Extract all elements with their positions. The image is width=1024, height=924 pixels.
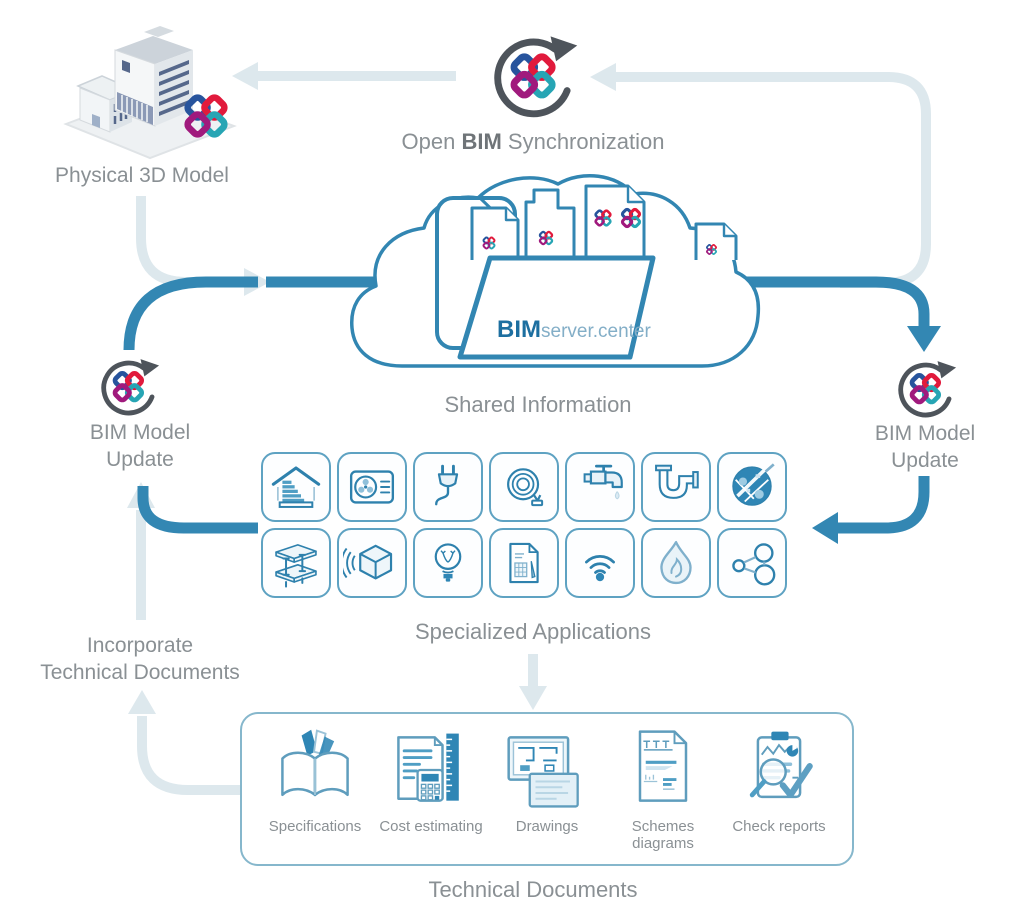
urban-map-icon xyxy=(732,463,775,506)
cost-estimating-icon xyxy=(397,733,459,802)
drainage-pipes-icon xyxy=(655,464,699,499)
drawings-icon xyxy=(507,736,579,808)
specialized-apps-label: Specialized Applications xyxy=(414,619,652,644)
structures-icon xyxy=(275,544,317,588)
arrow-cloudline-to-update-right xyxy=(266,276,930,328)
physical-model-label: Physical 3D Model xyxy=(55,164,229,187)
doc-item-cost-estimating: Cost estimating xyxy=(374,724,488,835)
network-nodes-icon xyxy=(732,543,776,586)
hvac-icon xyxy=(349,470,395,504)
bim-update-left-label: BIM Model Update xyxy=(89,421,191,471)
acoustics-icon xyxy=(343,544,393,580)
incorporate-label: Incorporate Technical Documents xyxy=(40,634,240,684)
technical-documents-box: Specifications xyxy=(240,712,854,866)
app-tile-drainage xyxy=(641,452,711,522)
technical-documents-label: Technical Documents xyxy=(428,877,638,902)
app-tile-water-tap xyxy=(565,452,635,522)
bimserver-brand: BIMserver.center xyxy=(497,316,651,343)
open-bim-sync-label: Open BIM Synchronization xyxy=(401,129,665,154)
app-tile-lighting xyxy=(413,528,483,598)
bim-update-left-icon xyxy=(97,352,161,420)
app-tile-urban-map xyxy=(717,452,787,522)
specialized-apps-grid xyxy=(261,452,793,598)
specifications-book-icon xyxy=(281,729,349,797)
check-reports-icon xyxy=(749,731,813,799)
app-tile-hvac xyxy=(337,452,407,522)
building-illustration xyxy=(63,26,237,160)
bim-update-right-label: BIM Model Update xyxy=(874,422,976,472)
openbim-logo-icon xyxy=(911,374,940,403)
fire-hose-icon xyxy=(507,468,544,507)
energy-efficiency-icon xyxy=(271,466,321,508)
bim-update-right-icon xyxy=(894,354,958,422)
doc-label: Check reports xyxy=(732,818,826,835)
app-tile-project-documents xyxy=(489,528,559,598)
document-icon xyxy=(509,542,539,584)
water-tap-icon xyxy=(583,464,623,500)
doc-item-schemes-diagrams: Schemes diagrams xyxy=(606,724,720,852)
arrow-update-right-to-apps xyxy=(838,476,930,534)
bimserver-cloud xyxy=(350,173,761,368)
flame-icon xyxy=(660,540,692,585)
arrow-model-to-cloudline xyxy=(136,196,244,287)
openbim-logo-icon xyxy=(114,372,143,401)
doc-label: Specifications xyxy=(268,818,362,835)
doc-label: Cost estimating xyxy=(379,818,483,835)
app-tile-structures xyxy=(261,528,331,598)
app-tile-electrical xyxy=(413,452,483,522)
folder-front xyxy=(457,255,656,360)
doc-item-specifications: Specifications xyxy=(258,724,372,835)
app-tile-fire-hose xyxy=(489,452,559,522)
shared-information-label: Shared Information xyxy=(444,392,632,417)
openbim-logo-icon xyxy=(176,86,236,146)
app-tile-telecommunications xyxy=(565,528,635,598)
electrical-plug-icon xyxy=(435,464,459,506)
app-tile-networks xyxy=(717,528,787,598)
cloud-building-page-icon xyxy=(524,188,576,260)
app-tile-acoustics xyxy=(337,528,407,598)
app-tile-fire-safety xyxy=(641,528,711,598)
schemes-diagrams-icon xyxy=(638,730,688,802)
arrow-update-left-to-cloudline xyxy=(123,276,258,351)
wifi-icon xyxy=(585,555,615,582)
doc-item-check-reports: Check reports xyxy=(722,724,836,835)
doc-item-drawings: Drawings xyxy=(490,724,604,835)
app-tile-energy-efficiency xyxy=(261,452,331,522)
openbim-logo-icon xyxy=(512,55,554,97)
arrow-apps-to-update-left xyxy=(137,486,258,534)
cloud-page-icon xyxy=(694,222,738,260)
open-bim-sync-icon xyxy=(488,28,580,122)
lightbulb-icon xyxy=(434,543,462,582)
arrow-docs-to-incorporate xyxy=(137,716,240,795)
doc-label: Drawings xyxy=(515,818,579,835)
doc-label: Schemes diagrams xyxy=(631,818,695,852)
